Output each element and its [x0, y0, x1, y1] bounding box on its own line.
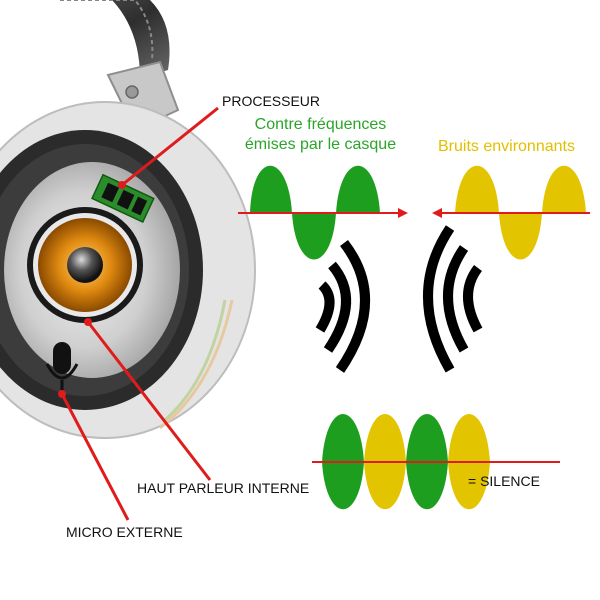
counter-frequency-label: Contre fréquences émises par le casque [228, 115, 413, 155]
ambient-noise-label: Bruits environnants [438, 138, 575, 155]
counter-frequency-wave [238, 165, 408, 260]
silence-label: = SILENCE [468, 473, 540, 489]
processor-pointer [121, 106, 219, 187]
ambient-noise-wave [432, 165, 590, 260]
microphone-icon [45, 342, 79, 394]
sound-wave-left [315, 281, 335, 333]
speaker-icon [27, 207, 143, 323]
internal-speaker-label: HAUT PARLEUR INTERNE [137, 480, 310, 496]
pointer-lines [60, 106, 219, 521]
mic-pointer [60, 393, 130, 521]
processor-chip-icon [91, 173, 155, 224]
processor-label: PROCESSEUR [222, 93, 321, 109]
speaker-pointer [86, 321, 212, 481]
headband [40, 0, 170, 78]
sound-wave-icon [315, 239, 371, 373]
external-mic-label: MICRO EXTERNE [66, 524, 183, 540]
sound-wave-right [463, 264, 483, 333]
silence-wave [312, 414, 560, 510]
counter-frequency-label-line1: Contre fréquences [254, 116, 387, 133]
counter-frequency-label-line2: émises par le casque [244, 136, 397, 153]
sound-wave-icon [423, 225, 483, 373]
